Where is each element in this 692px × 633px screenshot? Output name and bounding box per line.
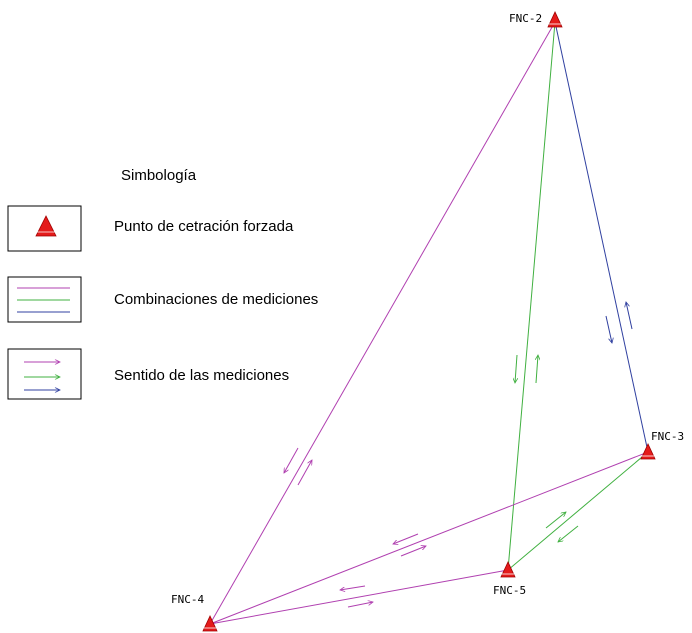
stations: FNC-2 FNC-3 FNC-4 FNC-5 (171, 11, 684, 632)
red-triangle-icon (640, 443, 656, 460)
direction-arrow (347, 602, 373, 608)
station-label: FNC-4 (171, 593, 204, 606)
station-fnc-3: FNC-3 (640, 430, 684, 460)
direction-arrow (393, 533, 419, 544)
direction-arrow (545, 512, 566, 529)
line-fnc3-fnc5 (507, 451, 649, 571)
legend-label: Punto de cetración forzada (114, 218, 294, 235)
direction-arrow (400, 546, 426, 557)
line-fnc5-fnc4 (209, 569, 509, 625)
legend-title: Simbología (121, 167, 197, 184)
legend-label: Sentido de las mediciones (114, 367, 289, 384)
line-fnc2-fnc4 (209, 21, 556, 625)
legend: Simbología Punto de cetración forzada Co… (7, 167, 318, 400)
station-label: FNC-2 (509, 12, 542, 25)
direction-arrow (536, 355, 538, 384)
legend-item-station: Punto de cetración forzada (7, 205, 294, 252)
red-triangle-icon (500, 561, 516, 578)
legend-item-directions: Sentido de las mediciones (7, 348, 289, 400)
legend-label: Combinaciones de mediciones (114, 291, 318, 308)
red-triangle-icon (35, 215, 57, 237)
red-triangle-icon (202, 615, 218, 632)
direction-arrow (340, 585, 366, 590)
legend-box (7, 276, 82, 323)
connection-lines (209, 21, 649, 625)
station-fnc-5: FNC-5 (493, 561, 526, 597)
direction-arrows (284, 302, 633, 608)
direction-arrow (558, 525, 579, 542)
line-fnc3-fnc4 (209, 451, 649, 625)
legend-box (7, 348, 82, 400)
legend-item-combinations: Combinaciones de mediciones (7, 276, 318, 323)
direction-arrow (626, 302, 633, 330)
direction-arrow (297, 460, 312, 486)
line-fnc2-fnc3 (554, 21, 649, 453)
direction-arrow (605, 315, 612, 343)
station-fnc-4: FNC-4 (171, 593, 218, 632)
legend-box (7, 205, 82, 252)
station-label: FNC-5 (493, 584, 526, 597)
direction-arrow (284, 447, 299, 473)
line-fnc2-fnc5 (507, 21, 556, 571)
station-fnc-2: FNC-2 (509, 11, 563, 28)
direction-arrow (515, 354, 517, 383)
red-triangle-icon (547, 11, 563, 28)
station-label: FNC-3 (651, 430, 684, 443)
